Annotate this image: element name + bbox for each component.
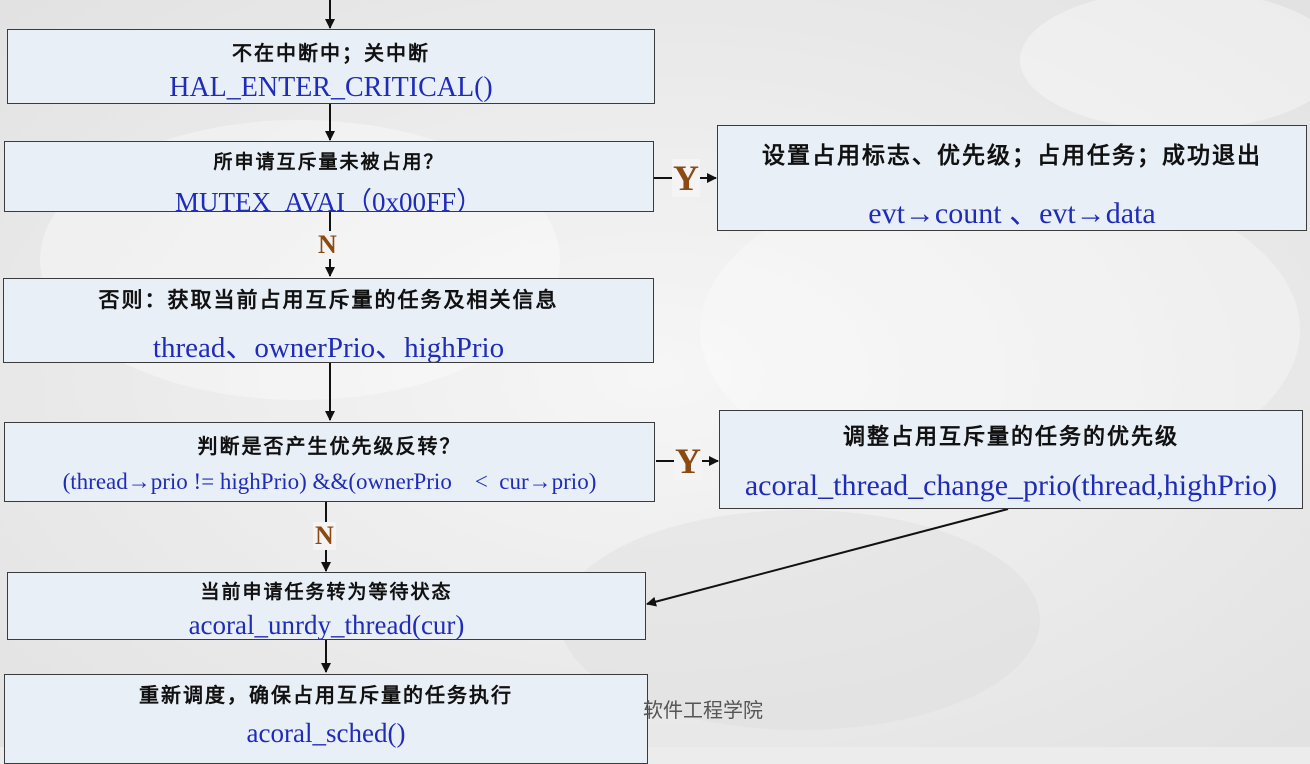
step-current-task-wait-code: acoral_unrdy_thread(cur) bbox=[188, 610, 465, 640]
decision-priority-inversion-code: (thread→prio != highPrio) &&(ownerPrio <… bbox=[62, 469, 597, 494]
branch-label-no-1: N bbox=[316, 230, 339, 259]
step-current-task-wait: 当前申请任务转为等待状态 acoral_unrdy_thread(cur) bbox=[7, 572, 646, 640]
step-disable-interrupt-code: HAL_ENTER_CRITICAL() bbox=[169, 72, 493, 103]
step-adjust-owner-priority-code: acoral_thread_change_prio(thread,highPri… bbox=[744, 469, 1278, 502]
arrow-side2-to-box5 bbox=[646, 508, 1009, 607]
step-reschedule-label: 重新调度，确保占用互斥量的任务执行 bbox=[139, 683, 513, 707]
step-set-ownership: 设置占用标志、优先级；占用任务；成功退出 evt→count 、evt→data bbox=[717, 125, 1307, 231]
decision-mutex-available: 所申请互斥量未被占用？ MUTEX_AVAI（0x00FF） bbox=[4, 141, 654, 212]
step-disable-interrupt-label: 不在中断中；关中断 bbox=[232, 41, 430, 65]
flow-connectors bbox=[321, 0, 1009, 673]
step-adjust-owner-priority: 调整占用互斥量的任务的优先级 acoral_thread_change_prio… bbox=[719, 410, 1303, 509]
step-disable-interrupt: 不在中断中；关中断 HAL_ENTER_CRITICAL() bbox=[7, 29, 655, 104]
step-adjust-owner-priority-label: 调整占用互斥量的任务的优先级 bbox=[842, 425, 1179, 450]
branch-label-yes-2: Y bbox=[674, 441, 702, 481]
decision-priority-inversion-label: 判断是否产生优先级反转？ bbox=[197, 434, 462, 458]
step-get-owner-info: 否则：获取当前占用互斥量的任务及相关信息 thread、ownerPrio、hi… bbox=[3, 278, 654, 363]
branch-label-no-2: N bbox=[313, 521, 336, 550]
step-set-ownership-code: evt→count 、evt→data bbox=[868, 197, 1156, 230]
step-get-owner-info-code: thread、ownerPrio、highPrio bbox=[152, 332, 505, 363]
step-reschedule: 重新调度，确保占用互斥量的任务执行 acoral_sched() bbox=[4, 674, 648, 764]
footer-school-name: 软件工程学院 bbox=[643, 698, 763, 722]
step-current-task-wait-label: 当前申请任务转为等待状态 bbox=[200, 581, 453, 603]
decision-mutex-available-label: 所申请互斥量未被占用？ bbox=[213, 151, 445, 173]
decision-mutex-available-code: MUTEX_AVAI（0x00FF） bbox=[174, 187, 484, 212]
decision-priority-inversion: 判断是否产生优先级反转？ (thread→prio != highPrio) &… bbox=[4, 422, 655, 502]
step-set-ownership-label: 设置占用标志、优先级；占用任务；成功退出 bbox=[762, 143, 1262, 169]
step-reschedule-code: acoral_sched() bbox=[246, 718, 406, 748]
step-get-owner-info-label: 否则：获取当前占用互斥量的任务及相关信息 bbox=[98, 288, 559, 312]
branch-label-yes-1: Y bbox=[672, 158, 700, 198]
